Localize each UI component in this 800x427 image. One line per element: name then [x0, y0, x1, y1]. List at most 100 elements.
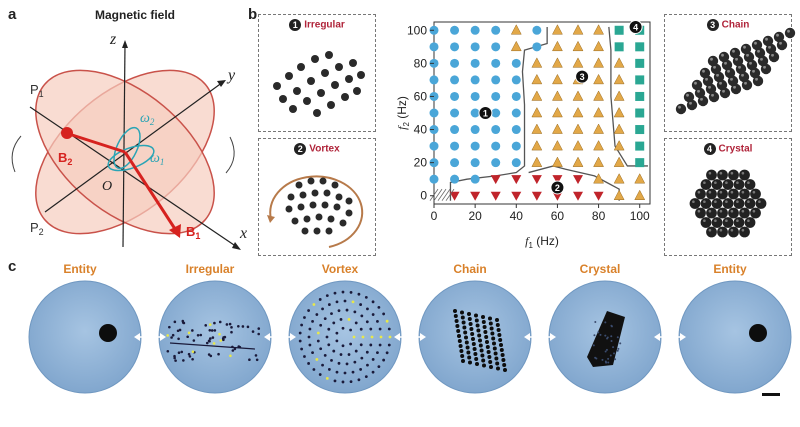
point-chain-75 [613, 123, 625, 134]
disk-crystal [548, 280, 662, 394]
point-chain-72 [552, 123, 563, 134]
region-badge-4 [628, 19, 643, 34]
point-crystal-9 [614, 25, 624, 35]
svg-text:4: 4 [633, 22, 638, 32]
point-irregular-47 [491, 91, 501, 101]
point-chain-95 [572, 156, 584, 167]
panel-c-label: c [8, 258, 17, 275]
point-chain-17 [552, 40, 563, 52]
point-chain-86 [613, 140, 625, 151]
point-chain-38 [531, 73, 543, 85]
point-crystal-32 [635, 58, 645, 68]
point-irregular-70 [511, 125, 521, 135]
omega-1-label: ω1 [150, 151, 164, 167]
point-crystal-43 [635, 75, 645, 85]
axis-z-label: z [109, 31, 117, 48]
point-irregular-5 [532, 25, 542, 35]
axis-x-label: x [239, 225, 247, 242]
point-chain-62 [572, 106, 584, 118]
point-irregular-34 [450, 75, 460, 85]
disk-chain [418, 280, 532, 394]
point-chain-7 [572, 24, 584, 35]
point-irregular-57 [470, 108, 480, 118]
irregular-particles [273, 51, 365, 117]
point-crystal-54 [635, 91, 645, 101]
origin-label: O [102, 179, 112, 194]
ytick-60: 60 [414, 89, 428, 103]
point-chain-60 [531, 106, 543, 118]
point-irregular-46 [470, 91, 480, 101]
point-irregular-92 [511, 158, 521, 168]
point-chain-29 [572, 57, 584, 68]
point-irregular-55 [429, 108, 439, 118]
point-chain-39 [552, 73, 563, 85]
boundary-3 [608, 26, 648, 167]
point-chain-61 [552, 106, 563, 118]
point-chain-41 [593, 73, 604, 85]
point-irregular-67 [450, 125, 460, 135]
point-vortex-113 [511, 191, 522, 201]
point-chain-63 [593, 106, 604, 118]
point-crystal-20 [614, 42, 624, 52]
transition-arrow-5 [654, 333, 686, 341]
omega-2-label: ω2 [140, 111, 155, 127]
point-vortex-112 [490, 191, 501, 201]
point-chain-42 [613, 73, 625, 85]
plane-p1-label: P1 [30, 82, 44, 99]
xtick-20: 20 [468, 209, 482, 223]
point-irregular-16 [532, 42, 542, 52]
point-irregular-79 [470, 141, 480, 151]
point-chain-93 [531, 156, 543, 167]
ytick-40: 40 [414, 123, 428, 137]
xtick-60: 60 [551, 209, 565, 223]
point-irregular-59 [511, 108, 521, 118]
point-vortex-110 [449, 191, 460, 201]
crystal-particles [689, 169, 767, 238]
point-irregular-36 [491, 75, 501, 85]
point-irregular-25 [491, 58, 501, 68]
ytick-80: 80 [414, 56, 428, 70]
point-chain-49 [531, 90, 543, 101]
point-chain-85 [593, 140, 604, 151]
chart-frame [433, 21, 651, 205]
point-irregular-24 [470, 58, 480, 68]
disk-irregular [158, 280, 272, 394]
disk-label-entity-2: Entity [713, 262, 747, 276]
experiment-disks [28, 280, 792, 396]
point-vortex-102 [490, 175, 501, 185]
chain-particles [675, 27, 796, 115]
z-axis [122, 43, 126, 248]
point-chain-109 [634, 173, 646, 184]
vortex-particles [267, 175, 364, 248]
point-chain-119 [634, 189, 646, 200]
disk-entity-1 [28, 280, 142, 394]
point-chain-30 [593, 57, 604, 68]
point-chain-71 [531, 123, 543, 134]
point-irregular-37 [511, 75, 521, 85]
b2-vector [68, 132, 126, 154]
point-irregular-80 [491, 141, 501, 151]
point-chain-74 [593, 123, 604, 134]
disk-label-crystal: Crystal [579, 262, 621, 276]
point-chain-64 [613, 106, 625, 118]
transition-arrow-4 [524, 333, 556, 341]
point-irregular-90 [470, 158, 480, 168]
region-badge-1 [478, 106, 493, 120]
point-irregular-33 [429, 75, 439, 85]
point-irregular-78 [450, 141, 460, 151]
point-chain-96 [593, 156, 604, 167]
point-irregular-12 [450, 42, 460, 52]
point-vortex-105 [552, 175, 563, 185]
point-irregular-68 [470, 125, 480, 135]
disk-label-entity-1: Entity [63, 262, 97, 276]
point-chain-52 [593, 90, 604, 101]
point-chain-28 [552, 57, 563, 68]
boundary-1 [449, 26, 548, 201]
point-irregular-23 [450, 58, 460, 68]
point-chain-97 [613, 156, 625, 167]
magnetic-field-diagram: z y x O P1 P2 ω2 ω1 B2 B1 [11, 31, 247, 250]
